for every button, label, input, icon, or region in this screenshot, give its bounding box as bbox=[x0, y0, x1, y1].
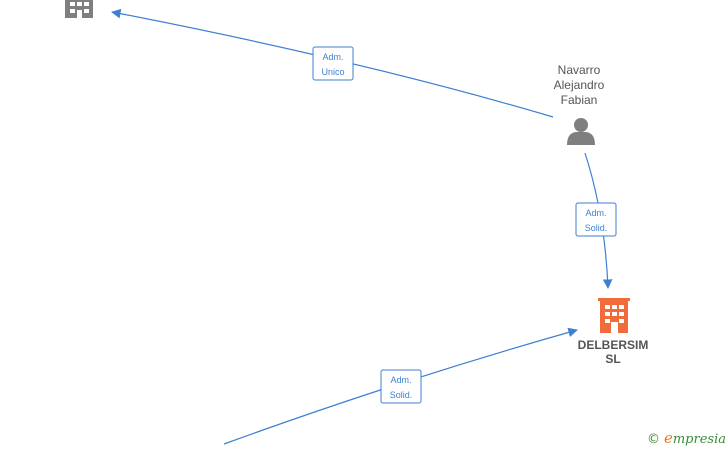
person-name-line: Fabian bbox=[560, 93, 598, 107]
building-icon-delbersim[interactable] bbox=[598, 298, 630, 333]
building-icon-top[interactable] bbox=[65, 0, 93, 18]
person-name-line: Navarro bbox=[557, 63, 601, 77]
brand-logo: ©empresia bbox=[647, 429, 726, 447]
company-name-line: SL bbox=[605, 352, 621, 366]
edge-label-line1: Adm. bbox=[322, 52, 343, 62]
edge-label-adm-solid-person: Adm. Solid. bbox=[575, 202, 617, 237]
person-icon[interactable] bbox=[567, 118, 595, 145]
edge-label-adm-unico: Adm. Unico bbox=[312, 46, 354, 81]
brand-initial: e bbox=[663, 429, 673, 447]
edge-label-adm-solid-bottom: Adm. Solid. bbox=[380, 369, 422, 404]
brand-name: mpresia bbox=[672, 432, 726, 447]
edge-label-line2: Solid. bbox=[585, 223, 608, 233]
person-name-line: Alejandro bbox=[553, 78, 605, 92]
company-name-line: DELBERSIM bbox=[577, 338, 649, 352]
person-name-label[interactable]: Navarro Alejandro Fabian bbox=[539, 63, 619, 108]
company-name-label[interactable]: DELBERSIM SL bbox=[568, 338, 658, 366]
edge-label-line1: Adm. bbox=[390, 375, 411, 385]
edge-label-line2: Solid. bbox=[390, 390, 413, 400]
edge-label-line2: Unico bbox=[321, 67, 344, 77]
copyright-icon: © bbox=[646, 432, 660, 447]
edge-label-line1: Adm. bbox=[585, 208, 606, 218]
